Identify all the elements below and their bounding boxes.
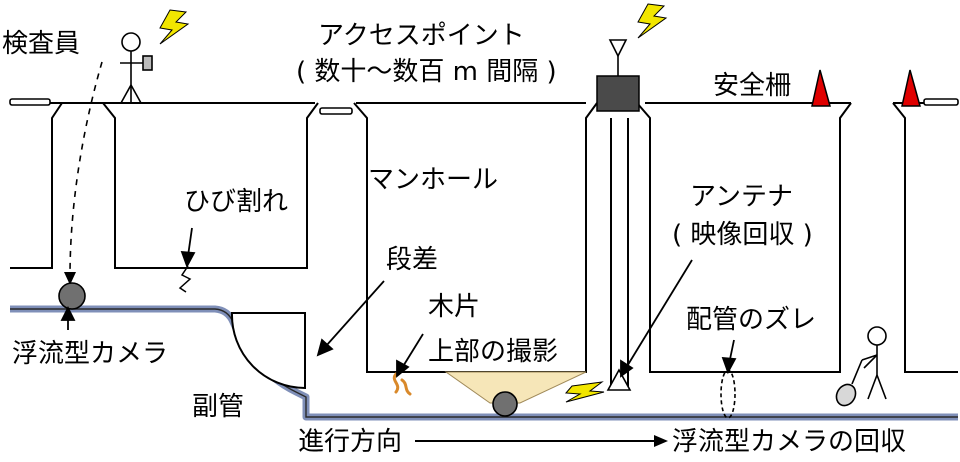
label-sub-pipe: 副管: [192, 392, 244, 422]
camera-drop-path: [69, 61, 103, 277]
traffic-cone-icon-2: [901, 69, 921, 107]
access-point-antenna-icon: [608, 39, 628, 76]
label-pipe-misalignment: 配管のズレ: [686, 305, 816, 335]
person-with-net-icon: [835, 326, 887, 407]
label-inspector: 検査員: [2, 29, 80, 59]
traffic-cone-icon-1: [811, 69, 831, 107]
direction-arrow: [415, 435, 668, 447]
label-direction: 進行方向: [298, 427, 402, 457]
label-step: 段差: [386, 245, 438, 275]
label-safety-fence: 安全柵: [713, 71, 791, 101]
manhole-covers: [9, 98, 959, 115]
label-wood-chip: 木片: [428, 292, 480, 322]
label-access-point: アクセスポイント: [318, 21, 525, 51]
sub-pipe-shape: [230, 312, 306, 390]
label-crack: ひび割れ: [184, 187, 288, 217]
capture-beam: [444, 371, 587, 404]
access-point-box: [596, 75, 640, 112]
label-manhole: マンホール: [368, 165, 498, 195]
label-top-capture: 上部の撮影: [428, 337, 558, 367]
annotation-arrows: [60, 227, 737, 378]
person-icon: [120, 32, 153, 104]
label-floating-camera: 浮流型カメラ: [12, 339, 168, 369]
floating-camera-icon-2: [492, 391, 518, 417]
crack-mark: [178, 265, 192, 293]
pipe-misalignment-mark: [720, 369, 736, 419]
label-antenna: アンテナ: [690, 182, 793, 212]
label-access-point-interval: ( 数十〜数百 m 間隔 ): [296, 57, 557, 87]
floating-camera-icon: [58, 282, 86, 310]
lightning-icon-ap: [637, 3, 668, 39]
lightning-icon: [159, 9, 190, 45]
ground-structure: [10, 102, 958, 390]
drop-arrow-head: [64, 272, 76, 285]
label-camera-recovery: 浮流型カメラの回収: [672, 427, 906, 457]
lightning-icon-antenna: [564, 381, 605, 403]
label-antenna-video-recovery: ( 映像回収 ): [672, 220, 813, 250]
antenna-icon: [606, 368, 632, 391]
wood-chip-mark: [392, 372, 412, 396]
